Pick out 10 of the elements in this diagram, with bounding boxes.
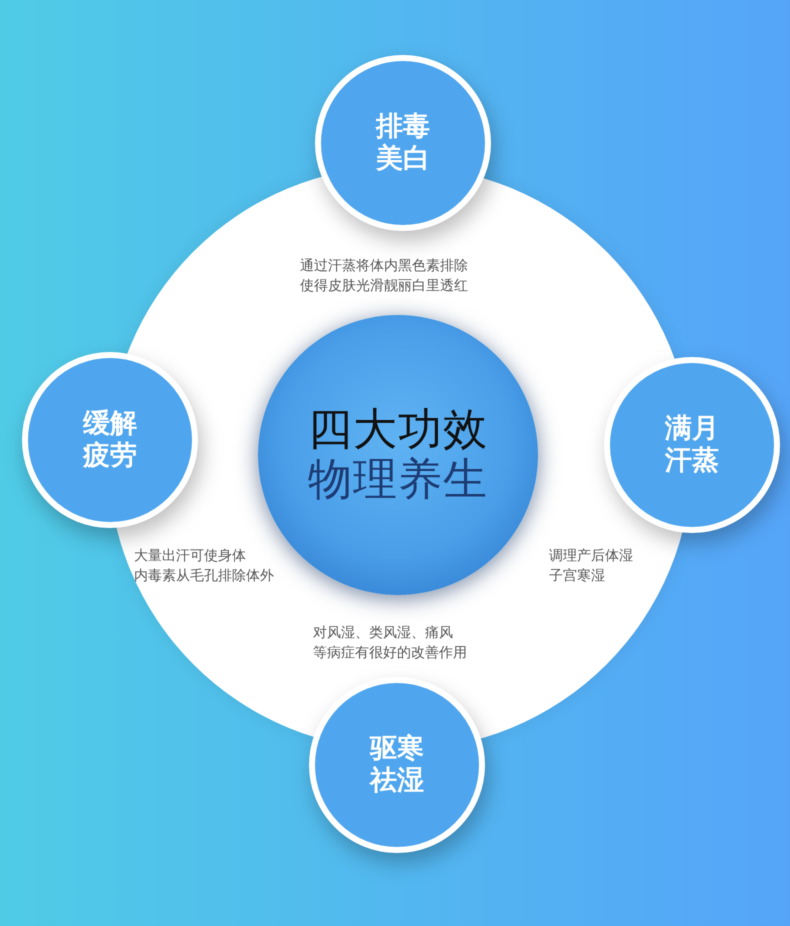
benefit-title: 驱寒祛湿 — [369, 733, 425, 797]
benefit-title: 满月汗蒸 — [664, 413, 720, 477]
description-text: 大量出汗可使身体内毒素从毛孔排除体外 — [134, 547, 274, 586]
description-text: 通过汗蒸将体内黑色素排除使得皮肤光滑靓丽白里透红 — [300, 257, 468, 296]
benefit-title: 排毒美白 — [375, 111, 431, 175]
description-text: 对风湿、类风湿、痛风等病症有很好的改善作用 — [313, 624, 467, 663]
center-title: 四大功效 — [308, 405, 488, 455]
description-text: 调理产后体湿子宫寒湿 — [549, 547, 633, 586]
benefit-title: 缓解疲劳 — [82, 408, 138, 472]
center-subtitle: 物理养生 — [308, 455, 488, 505]
